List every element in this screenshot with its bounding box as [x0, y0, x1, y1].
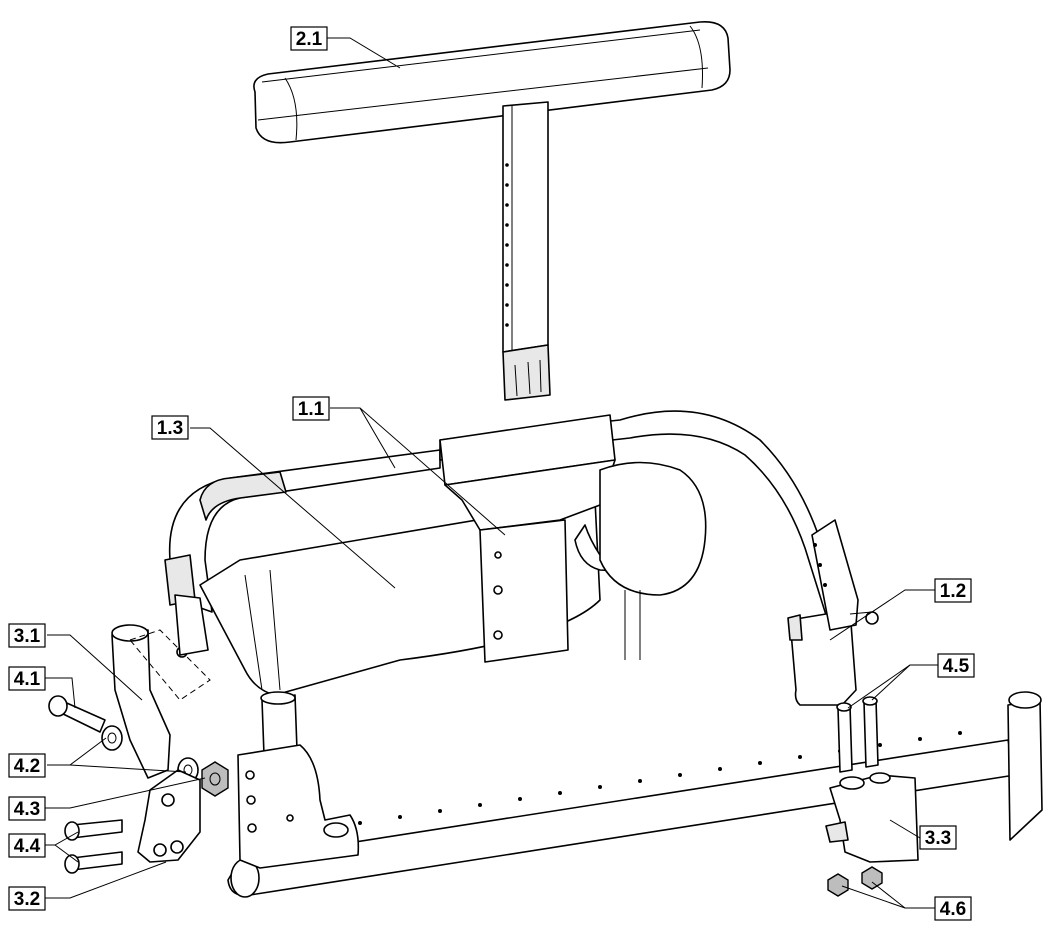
seat-rail-tube [227, 691, 1043, 898]
svg-text:4.6: 4.6 [940, 899, 966, 920]
side-guard-frame [164, 410, 843, 696]
label-1-2: 1.2 [934, 578, 972, 603]
label-1-3: 1.3 [151, 415, 189, 440]
label-4-4: 4.4 [8, 833, 46, 858]
svg-text:1.2: 1.2 [940, 581, 966, 602]
armrest-post [502, 101, 551, 401]
mounting-bracket [137, 769, 201, 863]
label-2-1: 2.1 [290, 26, 328, 51]
rear-pins [836, 696, 879, 773]
label-4-2: 4.2 [8, 753, 46, 778]
svg-text:1.1: 1.1 [298, 399, 325, 420]
svg-text:3.1: 3.1 [14, 626, 41, 647]
rear-nuts [827, 866, 883, 897]
svg-text:4.1: 4.1 [14, 669, 41, 690]
svg-text:2.1: 2.1 [296, 29, 323, 50]
svg-text:3.2: 3.2 [14, 889, 40, 910]
svg-text:3.3: 3.3 [925, 828, 951, 849]
leader-lines [45, 37, 938, 909]
svg-text:4.2: 4.2 [14, 756, 40, 777]
rear-bracket [787, 519, 879, 706]
rear-receiver [825, 772, 919, 863]
label-3-2: 3.2 [8, 886, 46, 911]
label-1-1: 1.1 [292, 396, 330, 421]
label-4-3: 4.3 [8, 796, 46, 821]
svg-text:1.3: 1.3 [157, 418, 183, 439]
label-3-3: 3.3 [919, 825, 957, 850]
label-4-6: 4.6 [934, 896, 972, 921]
label-3-1: 3.1 [8, 623, 46, 648]
label-4-5: 4.5 [937, 653, 975, 678]
svg-text:4.4: 4.4 [14, 836, 41, 857]
label-4-1: 4.1 [8, 666, 46, 691]
front-socket [111, 594, 211, 779]
armrest-pad [253, 21, 731, 144]
front-nut [201, 761, 229, 797]
front-bolt [48, 695, 106, 733]
bracket-bolts [64, 819, 123, 874]
svg-text:4.3: 4.3 [14, 799, 40, 820]
front-receiver [237, 691, 360, 869]
svg-text:4.5: 4.5 [943, 656, 970, 677]
